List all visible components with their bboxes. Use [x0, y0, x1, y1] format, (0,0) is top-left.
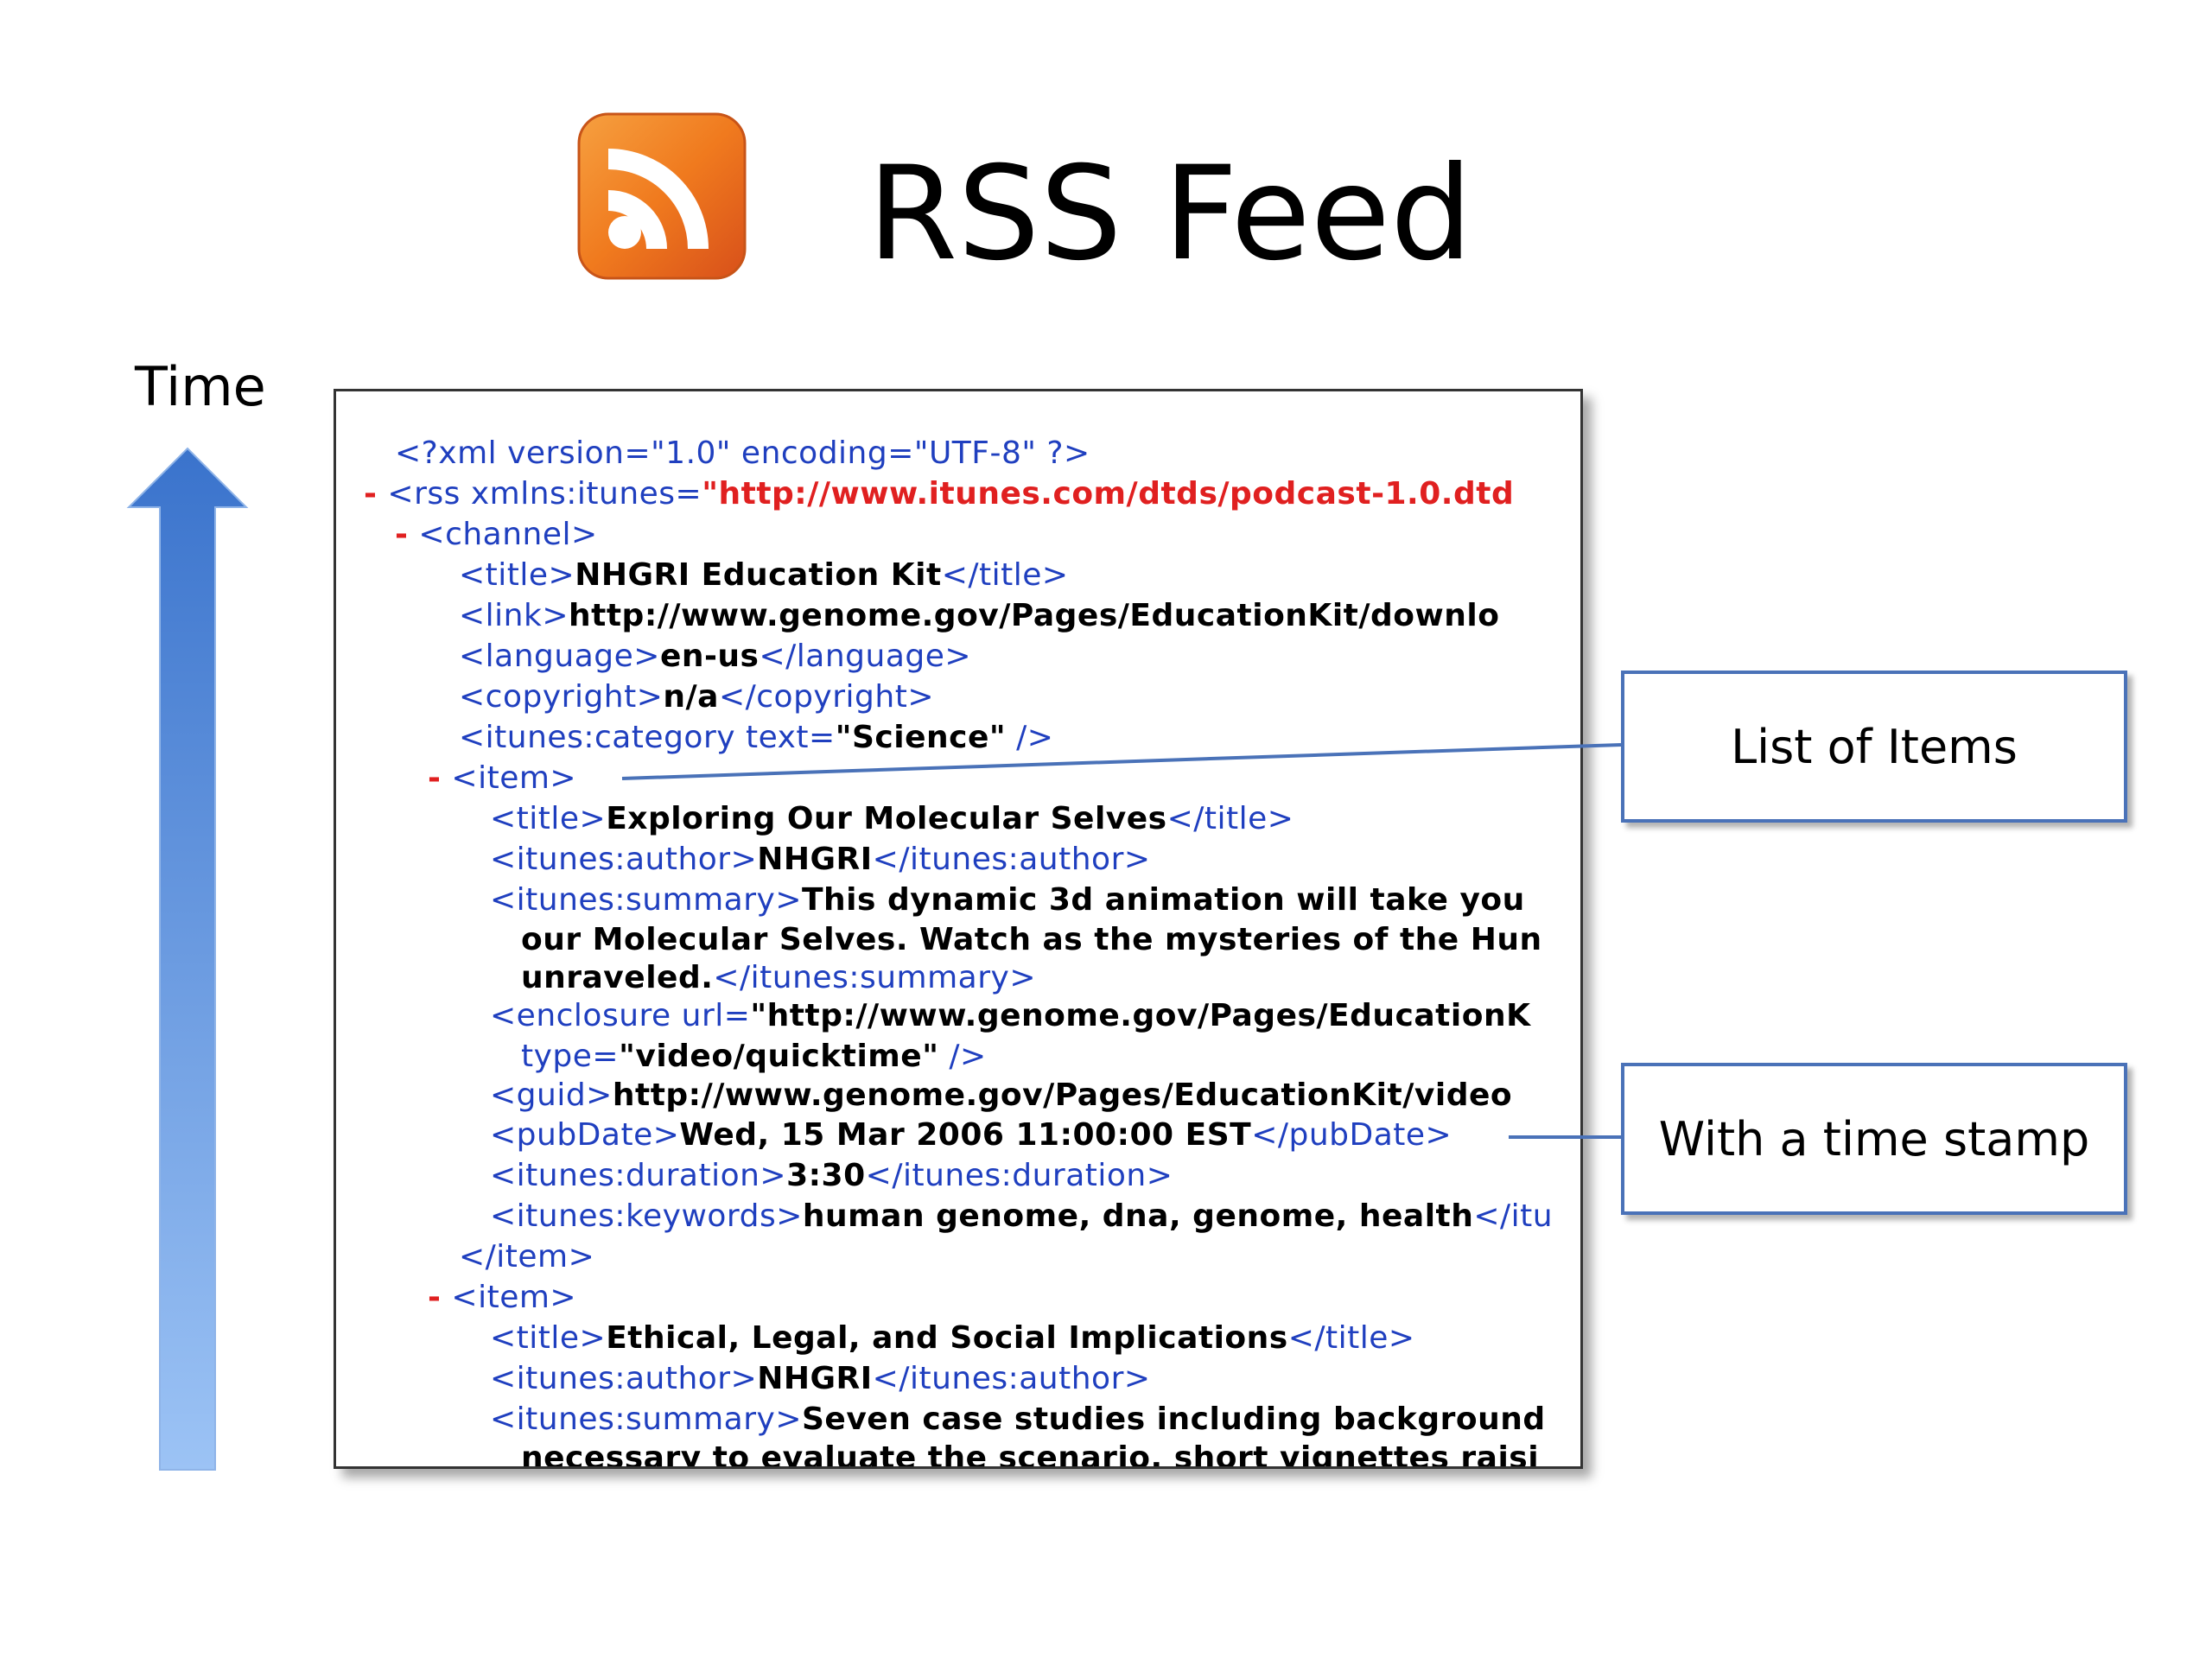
- xml-item2-summary-cont: necessary to evaluate the scenario, shor…: [521, 1440, 1540, 1469]
- xml-channel-title: <title>NHGRI Education Kit</title>: [459, 557, 1069, 593]
- time-arrow: [126, 447, 249, 1471]
- xml-item1-pubdate: <pubDate>Wed, 15 Mar 2006 11:00:00 EST</…: [490, 1117, 1452, 1153]
- xml-channel-link: <link>http://www.genome.gov/Pages/Educat…: [459, 598, 1500, 633]
- timestamp-callout: With a time stamp: [1621, 1063, 2127, 1215]
- xml-channel-open: - <channel>: [395, 517, 598, 552]
- xml-item1-guid: <guid>http://www.genome.gov/Pages/Educat…: [490, 1077, 1513, 1113]
- xml-item1-author: <itunes:author>NHGRI</itunes:author>: [490, 842, 1151, 877]
- xml-item2-author: <itunes:author>NHGRI</itunes:author>: [490, 1361, 1151, 1396]
- rss-xml-screenshot: <?xml version="1.0" encoding="UTF-8" ?> …: [334, 389, 1583, 1469]
- xml-channel-language: <language>en-us</language>: [459, 639, 972, 674]
- xml-item1-enclosure: <enclosure url="http://www.genome.gov/Pa…: [490, 998, 1531, 1033]
- xml-item1-open: - <item>: [428, 760, 577, 796]
- xml-item1-duration: <itunes:duration>3:30</itunes:duration>: [490, 1158, 1173, 1193]
- xml-item1-summary-cont: our Molecular Selves. Watch as the myste…: [521, 922, 1542, 957]
- xml-item1-summary-end: unraveled.</itunes:summary>: [521, 960, 1037, 995]
- xml-channel-category: <itunes:category text="Science" />: [459, 720, 1054, 755]
- xml-item1-close: </item>: [459, 1239, 595, 1274]
- xml-declaration: <?xml version="1.0" encoding="UTF-8" ?>: [395, 435, 1090, 471]
- list-of-items-callout: List of Items: [1621, 671, 2127, 823]
- xml-item1-summary: <itunes:summary>This dynamic 3d animatio…: [490, 882, 1525, 918]
- xml-rss-line: - <rss xmlns:itunes="http://www.itunes.c…: [364, 476, 1515, 512]
- xml-item2-open: - <item>: [428, 1280, 577, 1315]
- xml-item1-title: <title>Exploring Our Molecular Selves</t…: [490, 801, 1294, 836]
- xml-channel-copyright: <copyright>n/a</copyright>: [459, 679, 934, 715]
- xml-item2-summary: <itunes:summary>Seven case studies inclu…: [490, 1402, 1546, 1437]
- time-axis-label: Time: [135, 355, 266, 418]
- rss-icon: [577, 112, 747, 280]
- xml-item1-keywords: <itunes:keywords>human genome, dna, geno…: [490, 1198, 1554, 1234]
- xml-item2-title: <title>Ethical, Legal, and Social Implic…: [490, 1320, 1415, 1356]
- xml-item1-enclosure-type: type="video/quicktime" />: [521, 1039, 987, 1074]
- slide-title: RSS Feed: [868, 139, 1473, 289]
